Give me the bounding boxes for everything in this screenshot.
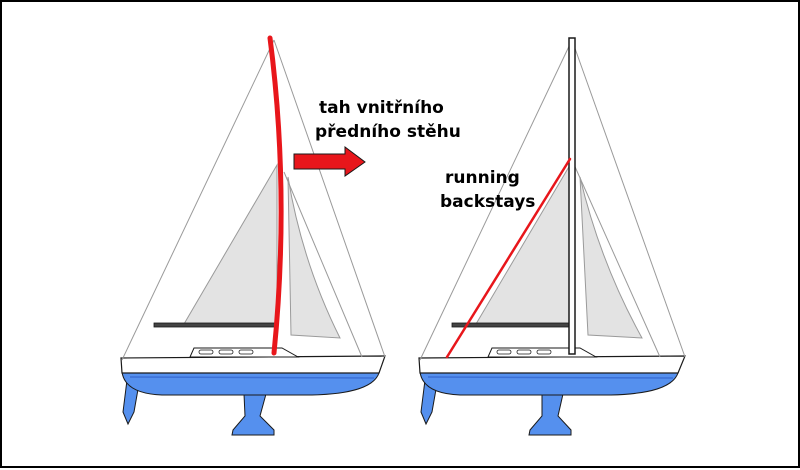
label-line: running (445, 168, 520, 188)
label-line: backstays (440, 192, 536, 212)
right-hull-bottom (419, 371, 679, 396)
left-bent-mast (267, 35, 284, 356)
left-porthole (238, 349, 254, 355)
label-line: tah vnitřního (319, 98, 444, 118)
right-porthole (496, 349, 512, 355)
right-forestay (571, 39, 686, 358)
right-jib (579, 176, 643, 339)
left-keel (231, 393, 275, 436)
left-hull-top (120, 355, 386, 374)
right-waterline (427, 376, 674, 379)
left-hull-bottom (121, 371, 380, 396)
right-keel (528, 393, 572, 436)
right-running-backstay (445, 157, 572, 359)
right-hull-top (418, 355, 686, 374)
right-mast (568, 37, 576, 355)
right-boat (418, 37, 686, 436)
right-boom (451, 322, 573, 328)
left-inner-forestay (283, 171, 363, 358)
left-mainsail (183, 163, 278, 325)
left-forestay (273, 39, 386, 358)
left-backstay (121, 39, 275, 361)
left-boat (120, 35, 386, 436)
left-waterline (129, 376, 375, 379)
left-boom (153, 322, 279, 328)
label-line: předního stěhu (315, 122, 461, 142)
right-porthole (536, 349, 552, 355)
right-porthole (516, 349, 532, 355)
running-backstays-label: running backstays (440, 166, 535, 214)
left-jib (287, 176, 341, 339)
right-backstay (419, 39, 573, 361)
right-inner-forestay (571, 159, 661, 358)
right-arrow-icon (293, 146, 366, 177)
inner-forestay-tension-label: tah vnitřního předního stěhu (315, 96, 461, 144)
left-porthole (218, 349, 234, 355)
left-porthole (198, 349, 214, 355)
